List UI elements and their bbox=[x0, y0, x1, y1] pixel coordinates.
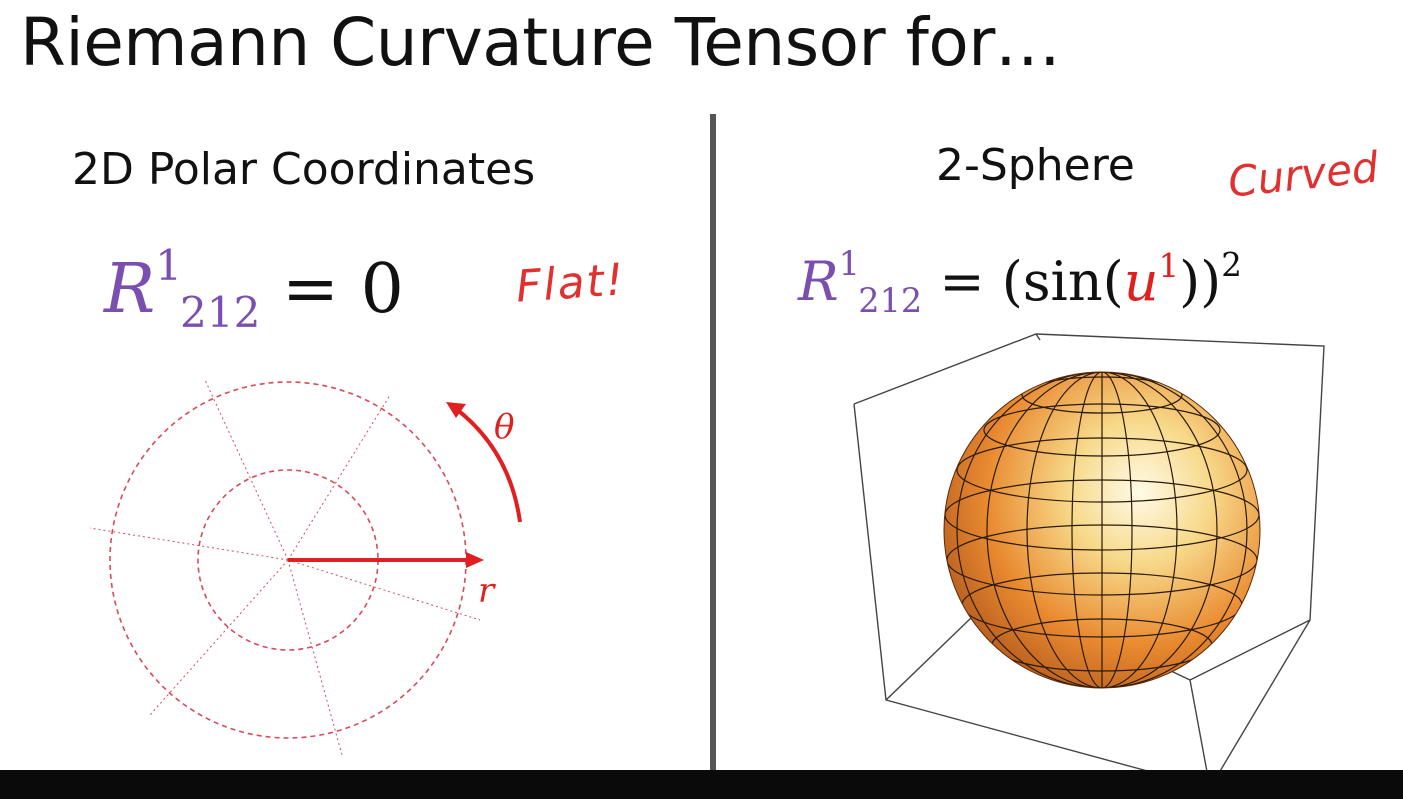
rhs-open: (sin( bbox=[1001, 250, 1124, 313]
tensor-subscript: 212 bbox=[179, 287, 261, 337]
right-heading: 2-Sphere bbox=[936, 140, 1135, 191]
radial-line bbox=[204, 379, 289, 561]
radial-line bbox=[287, 559, 343, 756]
angle-label: θ bbox=[494, 407, 514, 447]
radial-line bbox=[149, 559, 289, 716]
panel-divider bbox=[710, 114, 716, 770]
polar-coordinates-diagram: θ r bbox=[89, 379, 522, 756]
angle-arrow bbox=[446, 402, 522, 523]
tensor-symbol: R bbox=[104, 250, 156, 329]
equals-sign: = bbox=[282, 250, 340, 329]
radial-line bbox=[287, 394, 391, 561]
coordinate-variable: u bbox=[1123, 250, 1159, 313]
sphere-plot bbox=[853, 333, 1325, 789]
radius-label: r bbox=[478, 571, 496, 611]
tensor-superscript: 1 bbox=[838, 243, 860, 283]
left-heading: 2D Polar Coordinates bbox=[72, 144, 536, 195]
flat-note: Flat! bbox=[514, 254, 628, 313]
rhs-close: )) bbox=[1179, 250, 1222, 313]
radial-line bbox=[287, 559, 481, 621]
video-bottom-bar bbox=[0, 770, 1403, 799]
radial-line bbox=[89, 527, 289, 561]
equals-sign: = bbox=[939, 250, 985, 313]
equation-value: 0 bbox=[360, 250, 404, 329]
tensor-subscript: 212 bbox=[858, 280, 923, 320]
tensor-symbol: R bbox=[798, 250, 839, 313]
radius-arrow bbox=[288, 552, 484, 568]
power-exponent: 2 bbox=[1221, 245, 1242, 284]
coordinate-superscript: 1 bbox=[1158, 247, 1180, 286]
tensor-superscript: 1 bbox=[155, 241, 183, 291]
slide-title: Riemann Curvature Tensor for… bbox=[20, 4, 1061, 81]
left-equation: R1212 = 0 bbox=[104, 241, 404, 336]
polar-grid bbox=[89, 379, 481, 756]
right-equation: R1212 = (sin(u1))2 bbox=[798, 244, 1242, 320]
curved-note: Curved bbox=[1225, 142, 1381, 207]
